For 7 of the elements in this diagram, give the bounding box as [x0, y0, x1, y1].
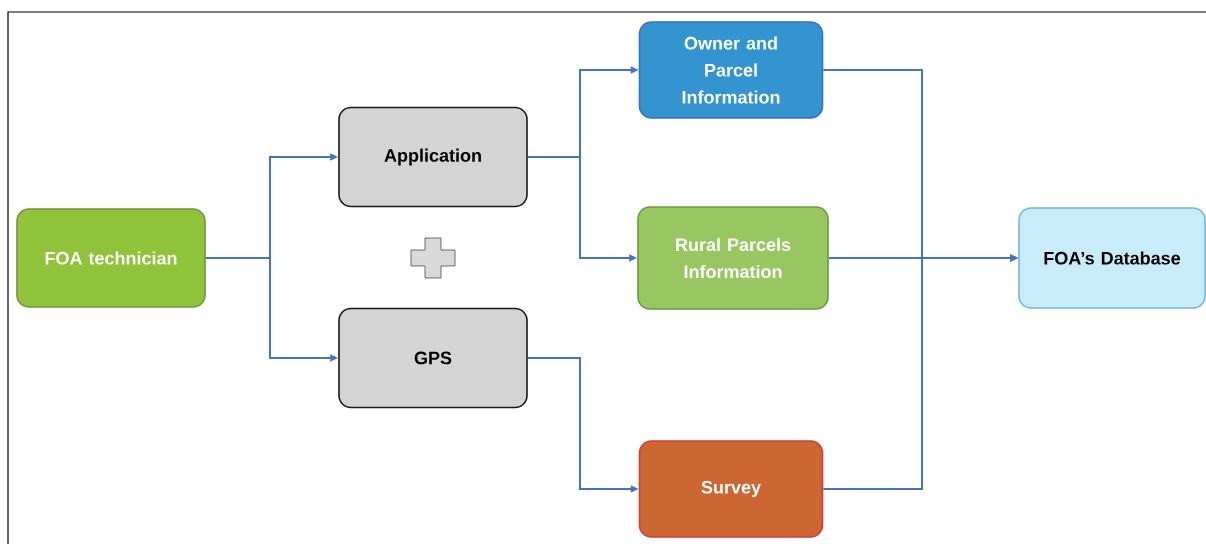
process-box: Owner and Parcel Information	[638, 21, 824, 119]
process-box: FOA technician	[16, 208, 206, 308]
process-box: Rural Parcels Information	[637, 206, 829, 310]
database-box: FOA’s Database	[1018, 207, 1206, 309]
process-box: Application	[338, 106, 528, 208]
process-box: Survey	[638, 440, 824, 538]
process-box: GPS	[338, 307, 528, 409]
